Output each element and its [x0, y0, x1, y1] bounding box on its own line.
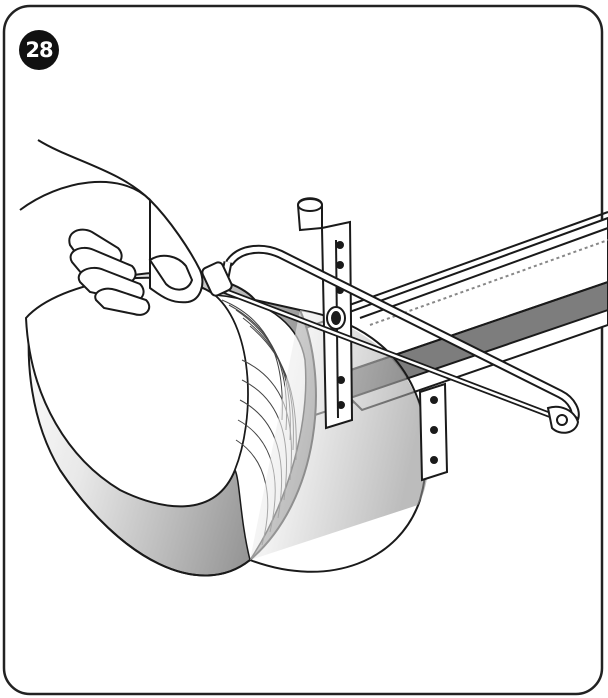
step-number-badge: 28 [25, 38, 53, 62]
step-badge-circle [19, 30, 59, 70]
bracket-icon [296, 197, 449, 482]
hacksaw-icon [201, 244, 580, 434]
drum-icon [24, 271, 429, 577]
hand-icon [19, 139, 204, 316]
